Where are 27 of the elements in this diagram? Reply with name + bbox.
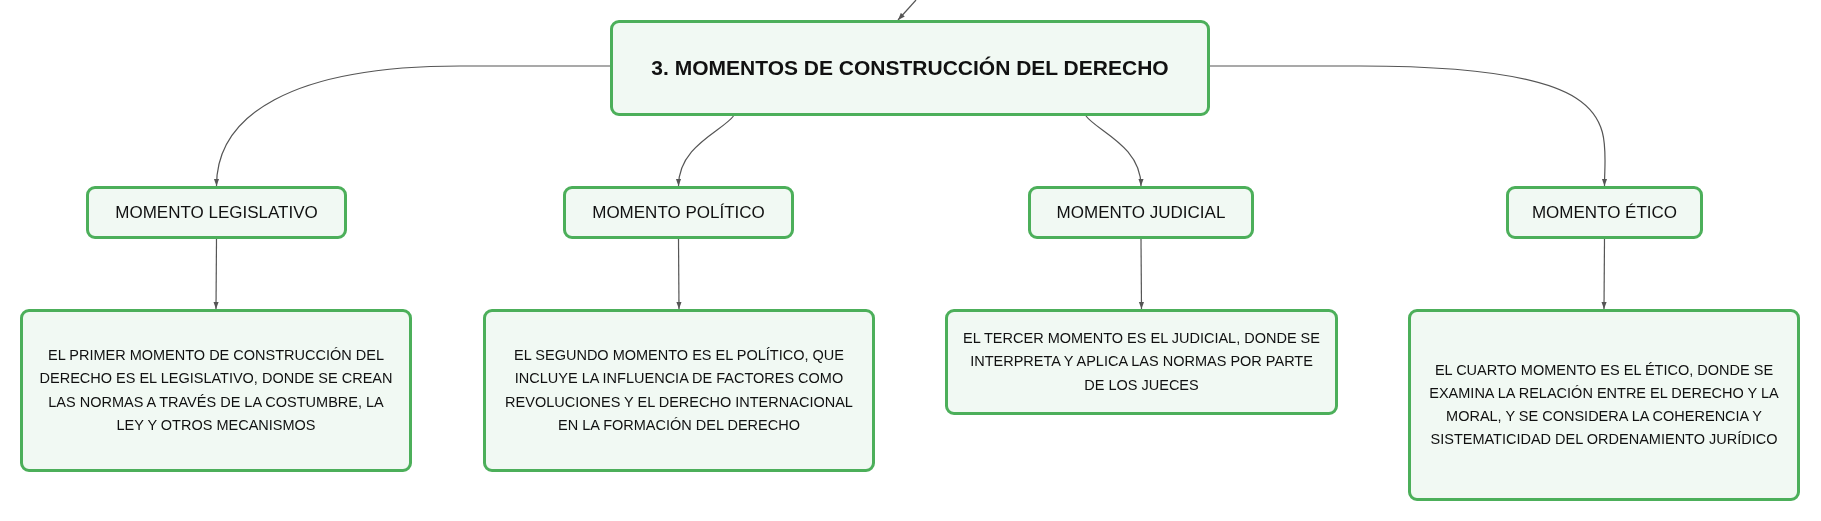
subtopic-box [563,186,794,239]
subtopic-box [86,186,347,239]
description-box [20,309,412,472]
topic-box [610,20,1210,116]
description-text: EL TERCER MOMENTO ES EL JUDICIAL, DONDE SE INTERPRETA Y APLICA LAS NORMAS POR PARTE DE LOS JUECES [962,329,1321,395]
subtopic-label: MOMENTO POLÍTICO [592,202,765,223]
subtopic-label: MOMENTO JUDICIAL [1056,202,1226,223]
subtopic-label: MOMENTO LEGISLATIVO [115,202,318,223]
connector-arrow [1138,238,1145,310]
description-text: EL CUARTO MOMENTO ES EL ÉTICO, DONDE SE EXAMINA LA RELACIÓN ENTRE EL DERECHO Y LA MORAL, Y SE CONSIDERA LA COHERENCIA Y SISTEMATICIDAD DEL ORDENAMIENTO JURÍDICO [1428,360,1780,450]
description-box [1408,309,1800,501]
connector-arrow [897,0,917,21]
connector-arrow [676,238,682,310]
connector-arrow [213,238,219,310]
description-text: EL SEGUNDO MOMENTO ES EL POLÍTICO, QUE INCLUYE LA INFLUENCIA DE FACTORES COMO REVOLUCIONES Y EL DERECHO INTERNACIONAL EN LA FORMACIÓN DEL DERECHO [504,346,854,435]
subtopic-label: MOMENTO ÉTICO [1531,202,1678,223]
connector-arrow [676,115,735,187]
connector-arrow [1085,115,1143,187]
subtopic-box [1506,186,1703,239]
connector-arrow [1209,65,1608,187]
connector-arrow [1601,238,1607,310]
description-box [483,309,875,472]
topic-title: 3. MOMENTOS DE CONSTRUCCIÓN DEL DERECHO [651,56,1169,80]
description-box [945,309,1338,415]
connector-arrow [214,65,611,187]
description-text: EL PRIMER MOMENTO DE CONSTRUCCIÓN DEL DERECHO ES EL LEGISLATIVO, DONDE SE CREAN LAS NORMAS A TRAVÉS DE LA COSTUMBRE, LA LEY Y OTROS MECANISMOS [38,346,394,435]
subtopic-box [1028,186,1254,239]
